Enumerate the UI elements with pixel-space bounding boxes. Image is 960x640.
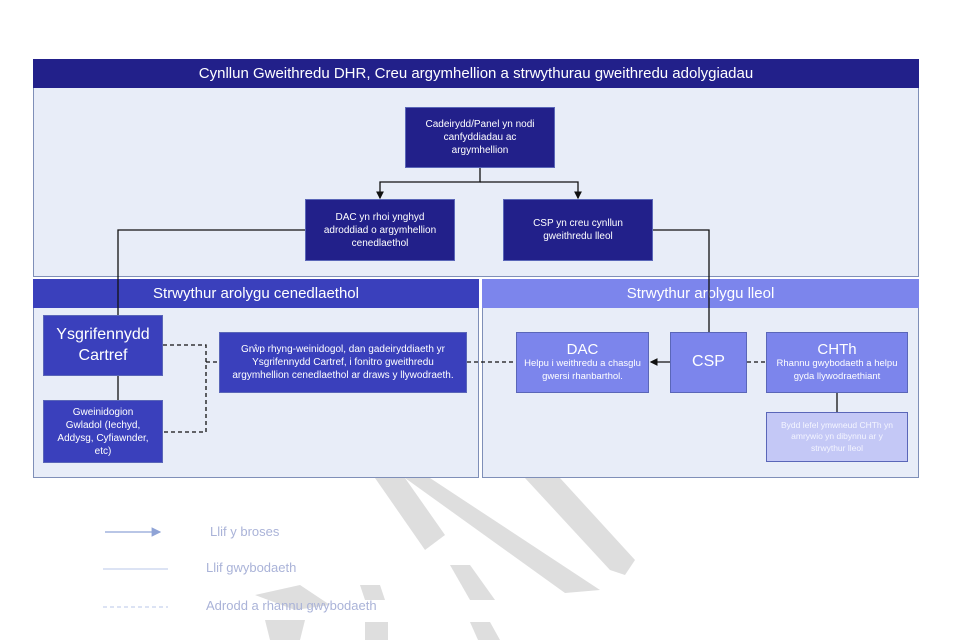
local-header: Strwythur arolygu lleol	[482, 279, 919, 308]
legend-label-process-flow: Llif y broses	[210, 524, 280, 539]
national-header: Strwythur arolygu cenedlaethol	[33, 279, 479, 308]
dac-national-report-text: DAC yn rhoi ynghyd adroddiad o argymhell…	[323, 211, 437, 249]
csp-local-plan-box: CSP yn creu cynllun gweithredu lleol	[503, 199, 653, 261]
csp-text: CSP	[692, 353, 725, 371]
watermark-stroke	[470, 622, 500, 640]
top-section	[33, 59, 919, 277]
csp-local-plan-text: CSP yn creu cynllun gweithredu lleol	[533, 218, 623, 242]
main-title: Cynllun Gweithredu DHR, Creu argymhellio…	[33, 59, 919, 88]
watermark-stroke	[525, 478, 635, 575]
legend-label-information-flow: Llif gwybodaeth	[206, 560, 297, 575]
watermark-stroke	[405, 478, 600, 593]
chth-note-box: Bydd lefel ymwneud CHTh yn amrywio yn di…	[766, 412, 908, 462]
home-secretary-box: Ysgrifennydd Cartref	[43, 315, 163, 376]
ministers-text: Gweinidogion Gwladol (Iechyd, Addysg, Cy…	[57, 406, 149, 457]
chth-note-text: Bydd lefel ymwneud CHTh yn amrywio yn di…	[781, 420, 893, 453]
watermark-stroke	[375, 478, 445, 550]
watermark-stroke	[450, 565, 495, 600]
chth-desc: Rhannu gwybodaeth a helpu gyda llywodrae…	[776, 358, 898, 382]
dac-local-box: DAC Helpu i weithredu a chasglu gwersi r…	[516, 332, 649, 393]
csp-box: CSP	[670, 332, 747, 393]
dac-local-desc: Helpu i weithredu a chasglu gwersi rhanb…	[524, 358, 641, 382]
legend-label-reporting: Adrodd a rhannu gwybodaeth	[206, 598, 377, 613]
watermark-stroke	[365, 622, 388, 640]
dac-national-report-box: DAC yn rhoi ynghyd adroddiad o argymhell…	[305, 199, 455, 261]
chth-box: CHTh Rhannu gwybodaeth a helpu gyda llyw…	[766, 332, 908, 393]
dac-local-title: DAC	[566, 340, 599, 358]
inter-ministerial-group-box: Grŵp rhyng-weinidogol, dan gadeiryddiaet…	[219, 332, 467, 393]
home-secretary-text: Ysgrifennydd Cartref	[56, 325, 150, 364]
chair-panel-box: Cadeirydd/Panel yn nodi canfyddiadau ac …	[405, 107, 555, 168]
chth-title: CHTh	[817, 340, 857, 358]
inter-ministerial-group-text: Grŵp rhyng-weinidogol, dan gadeiryddiaet…	[232, 344, 454, 381]
chair-panel-text: Cadeirydd/Panel yn nodi canfyddiadau ac …	[425, 119, 535, 156]
watermark-stroke	[265, 620, 305, 640]
ministers-box: Gweinidogion Gwladol (Iechyd, Addysg, Cy…	[43, 400, 163, 463]
